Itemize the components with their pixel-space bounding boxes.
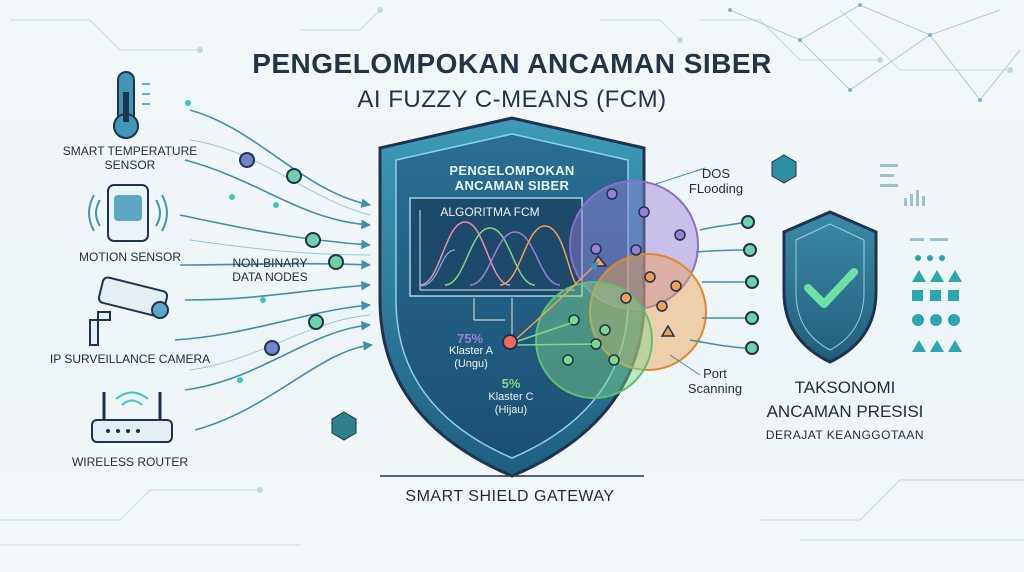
fcm-chart-panel [409, 197, 583, 297]
thermometer-icon [113, 71, 150, 139]
device-label-motion: MOTION SENSOR [78, 250, 181, 264]
gateway-label: SMART SHIELD GATEWAY [405, 488, 615, 505]
circuit-background [0, 9, 1024, 546]
cluster-c-label: Klaster C(Hijau) [488, 391, 534, 416]
membership-arrows [514, 261, 599, 346]
sample-point [502, 334, 518, 350]
motion-sensor-icon [88, 184, 168, 242]
algo-label: ALGORITMA FCM [440, 205, 540, 219]
subtitle: AI FUZZY C-MEANS (FCM) [357, 86, 667, 113]
taxonomy-subtitle: DERAJAT KEANGGOTAAN [765, 428, 925, 442]
data-flow-lines [174, 109, 373, 431]
cube-icon [331, 154, 797, 441]
taxonomy-grid [880, 164, 962, 352]
router-icon [91, 391, 173, 443]
device-label-camera: IP SURVEILLANCE CAMERA [49, 352, 211, 366]
device-label-router: WIRELESS ROUTER [71, 455, 188, 469]
data-nodes [185, 100, 344, 383]
camera-icon [89, 276, 169, 346]
cluster-a-label: Klaster A(Ungu) [448, 345, 494, 370]
check-shield-icon [782, 210, 878, 364]
cluster-a-percent: 75% [456, 331, 484, 346]
cluster-c-percent: 5% [501, 376, 521, 391]
main-title: PENGELOMPOKAN ANCAMAN SIBER [252, 48, 772, 79]
